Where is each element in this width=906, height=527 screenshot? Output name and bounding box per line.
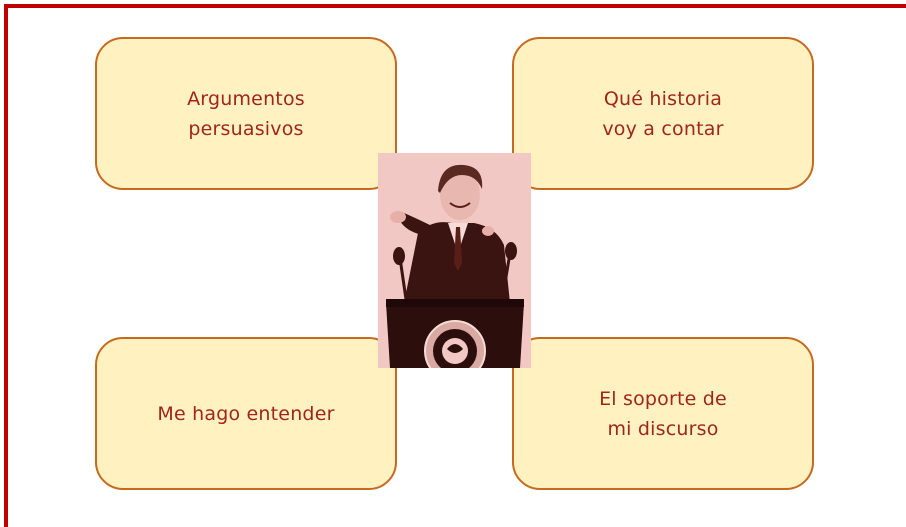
card-me-hago-entender: Me hago entender (95, 337, 397, 490)
card-el-soporte: El soporte de mi discurso (512, 337, 814, 490)
card-argumentos-persuasivos: Argumentos persuasivos (95, 37, 397, 190)
card-que-historia: Qué historia voy a contar (512, 37, 814, 190)
frame-left-border (4, 4, 8, 527)
speaker-photo (378, 153, 531, 368)
frame-top-border (4, 4, 906, 8)
speaker-at-podium-icon (378, 153, 531, 368)
